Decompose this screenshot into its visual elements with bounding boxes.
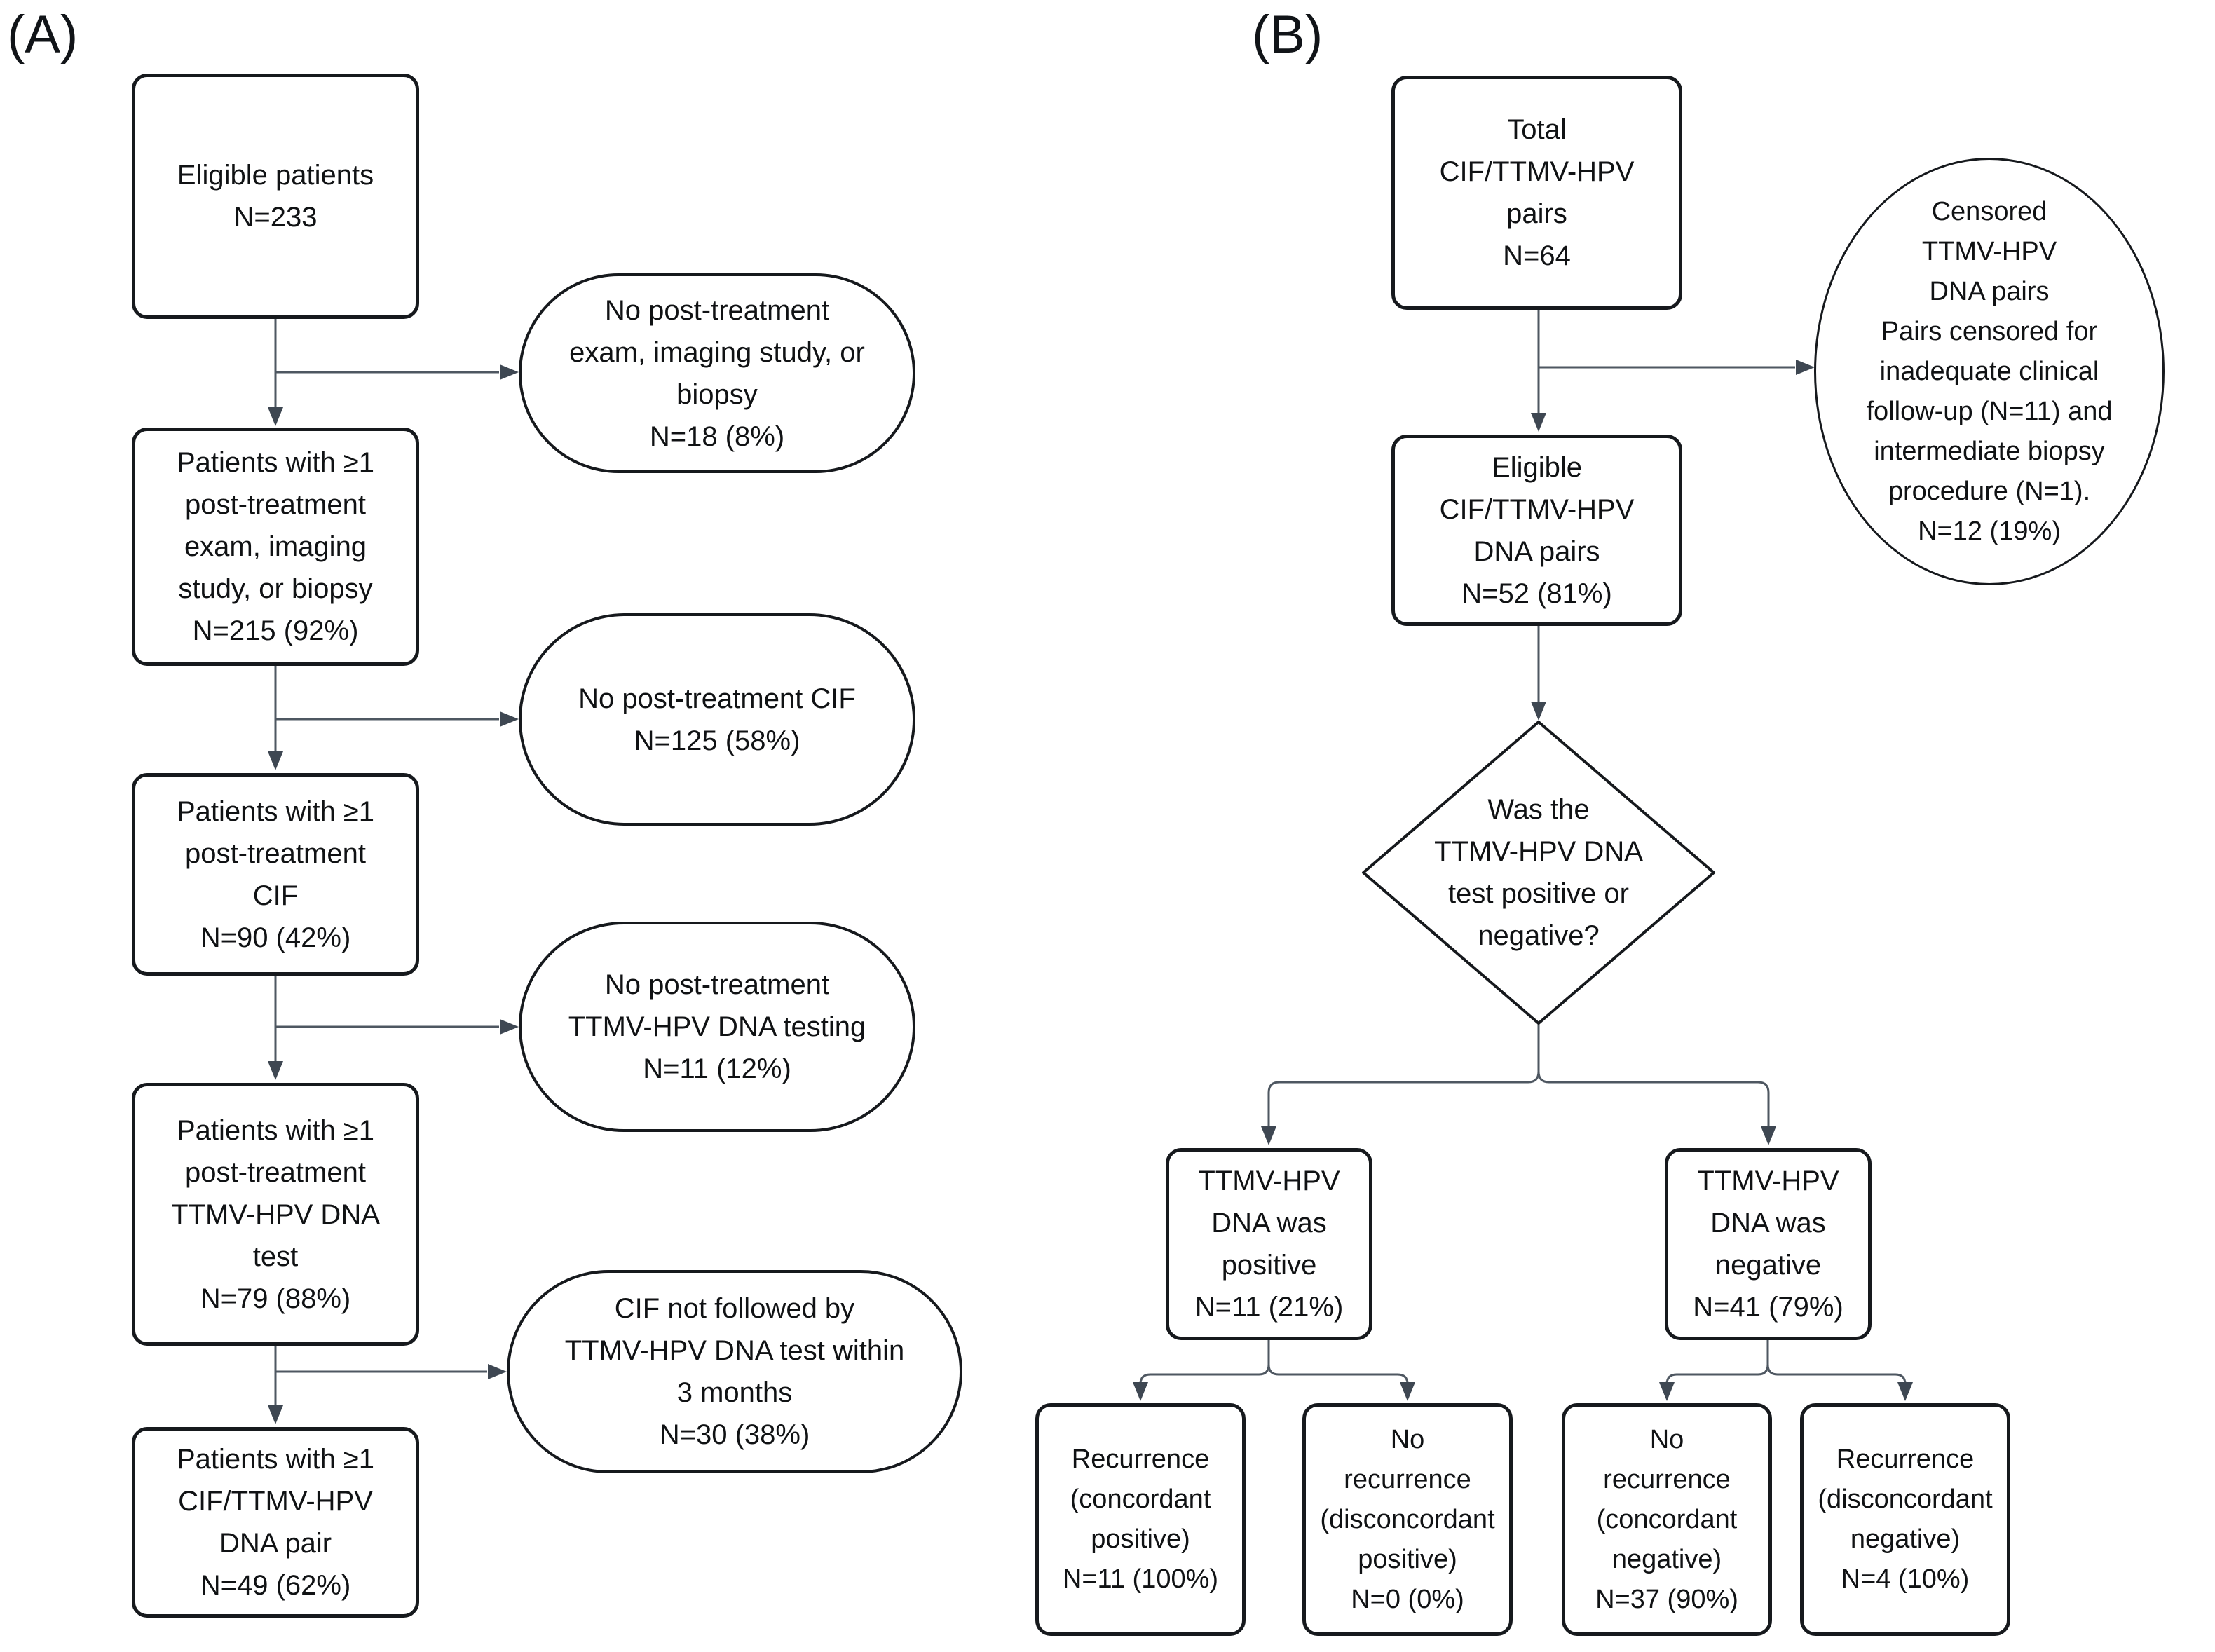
arrowhead-negative-right xyxy=(1897,1382,1913,1401)
arrow-negative-left-path xyxy=(1665,1340,1769,1385)
box-post-treatment-cif: Patients with ≥1 post-treatment CIF N=90… xyxy=(132,773,419,976)
box-cif-ttmv-dna-pair: Patients with ≥1 CIF/TTMV-HPV DNA pair N… xyxy=(132,1427,419,1618)
arrowhead-negative-left xyxy=(1659,1382,1675,1401)
arrowhead-branch-s3 xyxy=(500,1019,519,1035)
box-no-recurrence-concordant-negative: No recurrence (concordant negative) N=37… xyxy=(1562,1403,1772,1636)
arrowhead-a4-a5 xyxy=(268,1405,283,1424)
exclusion-no-ttmv-testing: No post-treatment TTMV-HPV DNA testing N… xyxy=(519,922,915,1132)
arrowhead-positive-left xyxy=(1133,1382,1148,1401)
panel-a-label: (A) xyxy=(7,5,79,64)
decision-diamond-text: Was the TTMV-HPV DNA test positive or ne… xyxy=(1434,794,1643,951)
ellipse-censored-pairs: Censored TTMV-HPV DNA pairs Pairs censor… xyxy=(1814,158,2165,585)
arrowhead-branch-s4 xyxy=(488,1364,507,1379)
arrowhead-b1-b2 xyxy=(1531,413,1546,432)
arrowhead-branch-censored xyxy=(1796,360,1815,375)
box-post-treatment-exam: Patients with ≥1 post-treatment exam, im… xyxy=(132,428,419,666)
box-dna-negative: TTMV-HPV DNA was negative N=41 (79%) xyxy=(1665,1148,1872,1340)
arrow-diamond-positive-path xyxy=(1267,1023,1540,1127)
arrowhead-b2-diamond xyxy=(1531,702,1546,721)
box-eligible-patients: Eligible patients N=233 xyxy=(132,74,419,319)
box-recurrence-disconcordant-negative: Recurrence (disconcordant negative) N=4 … xyxy=(1800,1403,2010,1636)
arrow-negative-right-path xyxy=(1766,1340,1907,1385)
arrowhead-a2-a3 xyxy=(268,751,283,770)
arrowhead-a3-a4 xyxy=(268,1061,283,1080)
exclusion-no-post-treatment-cif: No post-treatment CIF N=125 (58%) xyxy=(519,613,915,826)
exclusion-cif-not-followed: CIF not followed by TTMV-HPV DNA test wi… xyxy=(507,1270,962,1473)
box-post-treatment-ttmv-test: Patients with ≥1 post-treatment TTMV-HPV… xyxy=(132,1083,419,1346)
box-total-pairs: Total CIF/TTMV-HPV pairs N=64 xyxy=(1391,76,1682,310)
arrow-positive-left-path xyxy=(1139,1340,1270,1385)
arrowhead-a1-a2 xyxy=(268,407,283,426)
panel-b-label: (B) xyxy=(1252,5,1323,64)
arrowhead-positive-right xyxy=(1400,1382,1415,1401)
box-no-recurrence-disconcordant-positive: No recurrence (disconcordant positive) N… xyxy=(1302,1403,1513,1636)
arrowhead-branch-s2 xyxy=(500,711,519,727)
decision-diamond-shape xyxy=(1362,721,1715,1025)
arrow-diamond-negative-path xyxy=(1537,1023,1770,1127)
arrow-positive-right-path xyxy=(1267,1340,1409,1385)
arrowhead-branch-s1 xyxy=(500,364,519,380)
box-dna-positive: TTMV-HPV DNA was positive N=11 (21%) xyxy=(1166,1148,1372,1340)
arrowhead-diamond-negative xyxy=(1761,1126,1776,1145)
exclusion-no-post-treatment-exam: No post-treatment exam, imaging study, o… xyxy=(519,273,915,473)
arrowhead-diamond-positive xyxy=(1261,1126,1276,1145)
box-eligible-pairs: Eligible CIF/TTMV-HPV DNA pairs N=52 (81… xyxy=(1391,435,1682,626)
box-recurrence-concordant-positive: Recurrence (concordant positive) N=11 (1… xyxy=(1035,1403,1246,1636)
